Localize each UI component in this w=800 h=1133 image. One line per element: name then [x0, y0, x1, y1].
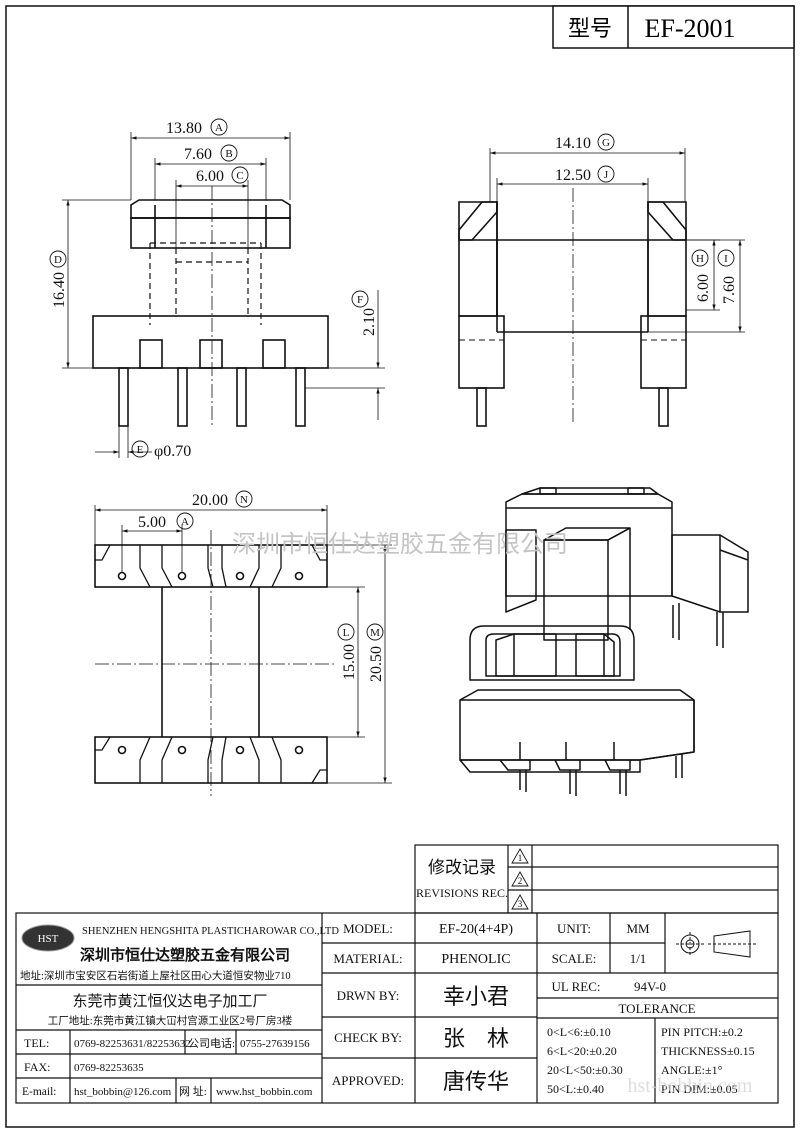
revisions-title-en: REVISIONS REC. [416, 886, 508, 900]
logo-text: HST [38, 933, 59, 945]
projection-symbol-icon [676, 930, 756, 958]
dim-j-value: 12.50 [555, 167, 591, 184]
revisions-text: 修改记录 REVISIONS REC. 1 2 3 [416, 853, 523, 909]
revisions-block [414, 844, 779, 914]
dim-b-value: 7.60 [184, 146, 212, 163]
material-value: PHENOLIC [441, 952, 510, 967]
ul-value: 94V-0 [634, 979, 666, 994]
dim-n-tag: N [240, 494, 248, 506]
tolerance-row-4: 50<L:±0.40 [547, 1082, 604, 1096]
dim-a-value: 13.80 [166, 120, 202, 137]
side-view-dimensions [489, 148, 745, 333]
company-name-en: SHENZHEN HENGSHITA PLASTICHAROWAR CO.,LT… [82, 926, 339, 937]
tel-label: TEL: [24, 1036, 49, 1050]
factory-address: 工厂地址:东莞市黄江镇大冚村宫源工业区2号厂房3楼 [48, 1014, 293, 1027]
header-block: 型号 EF-2001 [552, 5, 795, 49]
revisions-title-cn: 修改记录 [428, 858, 496, 877]
watermark-bottom: hst-bobbin.com [628, 1075, 753, 1097]
dim-m-value: 20.50 [368, 646, 385, 682]
dim-c-value: 6.00 [196, 168, 224, 185]
tolerance-right-1: PIN PITCH:±0.2 [661, 1025, 743, 1039]
dim-d-tag: D [54, 254, 62, 266]
scale-value: 1/1 [630, 951, 647, 966]
top-view [94, 530, 337, 796]
dim-e-value: φ0.70 [154, 443, 191, 460]
dim-h-value: 6.00 [695, 274, 712, 302]
dim-g-value: 14.10 [555, 135, 591, 152]
part-number: EF-2001 [645, 14, 736, 43]
dim-l-tag: L [343, 627, 350, 639]
approved-value: 唐传华 [443, 1069, 509, 1094]
revision-mark-2: 2 [518, 876, 523, 886]
dim-l-value: 15.00 [341, 644, 358, 680]
co-tel-value: 0755-27639156 [240, 1038, 310, 1050]
factory-name: 东莞市黄江恒仪达电子加工厂 [72, 993, 267, 1010]
web-value: www.hst_bobbin.com [216, 1086, 313, 1098]
unit-label: UNIT: [557, 921, 591, 936]
dim-a2-value: 5.00 [138, 514, 166, 531]
company-address: 地址:深圳市宝安区石岩街道上屋社区田心大道恒安物业710 [20, 969, 291, 982]
dim-b-tag: B [225, 148, 232, 160]
front-view [92, 186, 329, 427]
approved-label: APPROVED: [332, 1073, 404, 1088]
dim-g-tag: G [602, 137, 610, 149]
tolerance-label: TOLERANCE [618, 1001, 695, 1016]
dim-a2-tag: A [181, 516, 189, 528]
tolerance-right-2: THICKNESS±0.15 [661, 1044, 755, 1058]
drawn-label: DRWN BY: [337, 988, 400, 1003]
dim-d-value: 16.40 [51, 272, 68, 308]
dim-c-tag: C [236, 170, 243, 182]
dim-m-tag: M [370, 627, 380, 639]
dim-e-tag: E [137, 444, 144, 456]
top-view-dimensions [94, 505, 392, 784]
dim-i-value: 7.60 [721, 276, 738, 304]
tolerance-right-4: PIN DIM:±0.05 [661, 1082, 738, 1096]
tolerance-row-1: 0<L<6:±0.10 [547, 1025, 611, 1039]
header-label: 型号 [568, 16, 612, 41]
dim-a-tag: A [215, 122, 223, 134]
sheet-border [5, 5, 795, 1128]
fax-value: 0769-82253635 [74, 1062, 144, 1074]
tel-value: 0769-82253631/82253632 [74, 1038, 191, 1050]
tolerance-right-3: ANGLE:±1° [661, 1063, 723, 1077]
model-label: MODEL: [343, 921, 393, 936]
dim-f-value: 2.10 [361, 308, 378, 336]
top-view-labels: 20.00 N 5.00 A L 15.00 M 20.50 [138, 490, 385, 682]
dim-j-tag: J [604, 169, 609, 181]
front-view-dimensions [62, 132, 385, 458]
model-value: EF-20(4+4P) [439, 922, 513, 937]
dim-h-tag: H [696, 253, 704, 265]
side-view [458, 188, 687, 427]
revision-mark-1: 1 [518, 853, 523, 863]
title-block [15, 912, 779, 1104]
unit-value: MM [626, 921, 650, 936]
email-label: E-mail: [22, 1086, 57, 1098]
scale-label: SCALE: [552, 951, 597, 966]
email-value: hst_bobbin@126.com [74, 1086, 172, 1098]
material-label: MATERIAL: [333, 951, 402, 966]
dim-i-tag: I [724, 253, 728, 265]
tolerance-row-3: 20<L<50:±0.30 [547, 1063, 623, 1077]
dim-n-value: 20.00 [192, 492, 228, 509]
check-value: 张 林 [443, 1026, 509, 1051]
title-block-text: SHENZHEN HENGSHITA PLASTICHAROWAR CO.,LT… [20, 921, 755, 1098]
check-label: CHECK BY: [334, 1030, 402, 1045]
dim-f-tag: F [357, 294, 363, 306]
web-label: 网 址: [179, 1084, 207, 1098]
isometric-view [459, 487, 749, 796]
fax-label: FAX: [24, 1060, 50, 1074]
ul-label: UL REC: [552, 979, 601, 994]
company-name-cn: 深圳市恒仕达塑胶五金有限公司 [80, 946, 290, 964]
watermark-text: 深圳市恒仕达塑胶五金有限公司 [232, 531, 568, 558]
revision-mark-3: 3 [518, 899, 523, 909]
front-view-labels: 13.80 A 7.60 B 6.00 C 16.40 D 2.10 F E φ… [49, 118, 378, 460]
tolerance-row-2: 6<L<20:±0.20 [547, 1044, 617, 1058]
drawn-value: 幸小君 [443, 984, 509, 1009]
company-logo: HST [21, 924, 75, 952]
side-view-labels: 14.10 G 12.50 J H 6.00 I 7.60 [555, 133, 738, 304]
co-tel-label: 公司电话: [188, 1037, 235, 1050]
